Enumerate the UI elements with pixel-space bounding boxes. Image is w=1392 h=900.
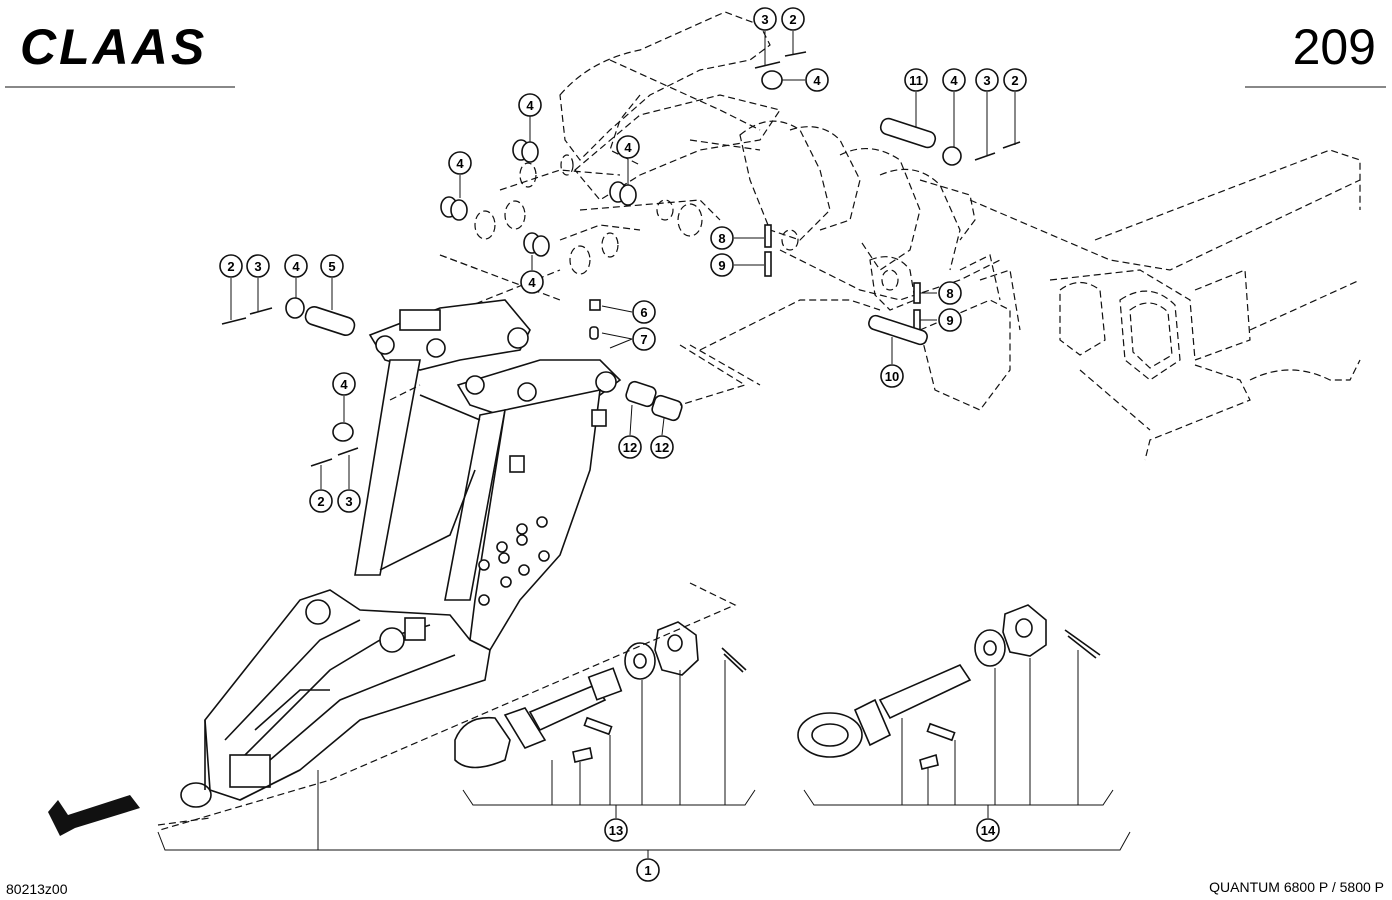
svg-text:4: 4 — [456, 156, 464, 171]
callout-4: 4 — [616, 135, 640, 159]
bolt-ghosts — [474, 154, 899, 291]
callout-4: 4 — [284, 254, 308, 278]
svg-text:4: 4 — [950, 73, 958, 88]
svg-text:3: 3 — [254, 259, 261, 274]
leader-lines — [230, 31, 1016, 489]
svg-text:12: 12 — [623, 440, 637, 455]
callout-6: 6 — [632, 300, 656, 324]
callout-4: 4 — [942, 68, 966, 92]
callout-10: 10 — [880, 364, 904, 388]
pins-group — [221, 51, 1021, 467]
callout-2: 2 — [309, 489, 333, 513]
svg-text:4: 4 — [528, 275, 536, 290]
callout-9: 9 — [710, 253, 734, 277]
svg-text:7: 7 — [640, 332, 647, 347]
side-plate-bolt-holes — [478, 516, 550, 606]
assembly-plane-lines — [157, 254, 747, 831]
callout-8: 8 — [938, 281, 962, 305]
svg-text:5: 5 — [328, 259, 335, 274]
svg-text:2: 2 — [227, 259, 234, 274]
svg-text:2: 2 — [1011, 73, 1018, 88]
svg-text:4: 4 — [340, 377, 348, 392]
callout-7: 7 — [632, 327, 656, 351]
svg-text:14: 14 — [981, 823, 996, 838]
callout-3: 3 — [753, 7, 777, 31]
callout-13: 13 — [604, 818, 628, 842]
callout-1: 1 — [636, 858, 660, 882]
svg-text:9: 9 — [718, 258, 725, 273]
callout-8: 8 — [710, 226, 734, 250]
callout-2: 2 — [219, 254, 243, 278]
callout-3: 3 — [975, 68, 999, 92]
svg-text:2: 2 — [789, 12, 796, 27]
svg-text:1: 1 — [644, 863, 651, 878]
svg-text:6: 6 — [640, 305, 647, 320]
callout-2: 2 — [1003, 68, 1027, 92]
svg-text:8: 8 — [946, 286, 953, 301]
svg-text:4: 4 — [526, 98, 534, 113]
callout-4: 4 — [520, 270, 544, 294]
svg-text:4: 4 — [813, 73, 821, 88]
svg-text:8: 8 — [718, 231, 725, 246]
hitch-ball-assembly — [454, 621, 747, 769]
callout-2: 2 — [781, 7, 805, 31]
callout-3: 3 — [337, 489, 361, 513]
callout-12: 12 — [650, 435, 674, 459]
group-brackets — [157, 650, 1131, 858]
arrow-down-left-icon — [48, 795, 140, 836]
drawing-code: 80213z00 — [6, 881, 68, 897]
callout-11: 11 — [904, 68, 928, 92]
frame-ghost-outline — [434, 11, 1361, 461]
callout-12: 12 — [618, 435, 642, 459]
svg-text:12: 12 — [655, 440, 669, 455]
tow-eye-assembly — [797, 604, 1101, 770]
svg-text:3: 3 — [983, 73, 990, 88]
svg-text:2: 2 — [317, 494, 324, 509]
svg-text:4: 4 — [624, 140, 632, 155]
drawbar-frame — [180, 299, 622, 808]
model-name: QUANTUM 6800 P / 5800 P — [1209, 879, 1384, 895]
svg-text:13: 13 — [609, 823, 623, 838]
svg-text:3: 3 — [345, 494, 352, 509]
callout-4: 4 — [805, 68, 829, 92]
page-number: 209 — [1293, 19, 1376, 75]
svg-text:4: 4 — [292, 259, 300, 274]
callout-5: 5 — [320, 254, 344, 278]
brand-logo: CLAAS — [20, 19, 207, 75]
callout-4: 4 — [518, 93, 542, 117]
callout-14: 14 — [976, 818, 1000, 842]
svg-text:11: 11 — [909, 73, 923, 88]
callout-3: 3 — [246, 254, 270, 278]
callout-9: 9 — [938, 308, 962, 332]
svg-text:3: 3 — [761, 12, 768, 27]
callout-4: 4 — [332, 372, 356, 396]
callout-4: 4 — [448, 151, 472, 175]
svg-text:10: 10 — [885, 369, 899, 384]
washers-group — [285, 70, 962, 442]
svg-text:9: 9 — [946, 313, 953, 328]
bushings-group — [625, 380, 683, 422]
callouts: 3 2 4 11 4 3 2 4 4 4 4 8 9 2 3 4 5 8 9 6… — [219, 7, 1027, 882]
